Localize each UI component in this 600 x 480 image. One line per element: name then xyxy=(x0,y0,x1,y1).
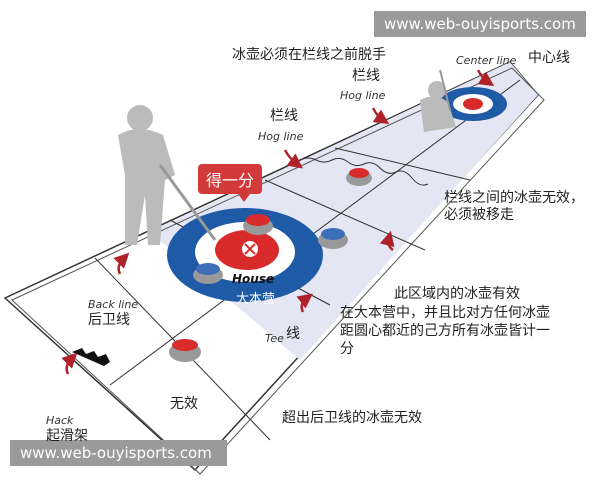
house-label-cn: 大本营 xyxy=(236,292,276,307)
near-hog-line-en: Hog line xyxy=(258,130,304,143)
invalid-label: 无效 xyxy=(170,396,198,412)
far-hog-line-en: Hog line xyxy=(340,89,386,102)
far-hog-line-cn: 栏线 xyxy=(352,68,380,84)
score-badge: 得一分 xyxy=(198,164,263,202)
scoring-rule-note: 在大本营中，并且比对方任何冰壶距圆心都近的己方所有冰壶皆计一分 xyxy=(340,305,550,357)
watermark-top: www.web-ouyisports.com xyxy=(374,11,586,37)
red-stone xyxy=(169,339,201,362)
between-hog-lines-note: 栏线之间的冰壶无效，必须被移走 xyxy=(444,190,584,223)
center-line xyxy=(109,79,521,386)
player-silhouette xyxy=(118,105,217,245)
center-line-cn: 中心线 xyxy=(528,50,570,66)
beyond-back-line-note: 超出后卫线的冰壶无效 xyxy=(282,410,422,426)
hack xyxy=(72,348,110,366)
far-player-silhouette xyxy=(420,69,456,132)
red-stone xyxy=(243,214,273,235)
pointer-arrows xyxy=(61,69,495,375)
near-hog-line-cn: 栏线 xyxy=(270,108,298,124)
watermark-bottom: www.web-ouyisports.com xyxy=(10,440,227,466)
center-line-en: Center line xyxy=(456,54,517,67)
sheet-border xyxy=(11,67,545,475)
far-hog-line xyxy=(334,147,471,181)
tee-line-en: Tee xyxy=(265,332,284,345)
break-mark xyxy=(299,157,429,186)
house-label-en: House xyxy=(232,272,275,286)
near-hog-line xyxy=(264,179,426,251)
blue-stone xyxy=(318,228,348,249)
hack-en: Hack xyxy=(46,414,74,427)
back-line-en: Back line xyxy=(88,298,139,311)
hack-cn: 起滑架 xyxy=(46,428,88,444)
valid-zone-note: 此区域内的冰壶有效 xyxy=(394,286,520,302)
release-before-hog-label: 冰壶必须在栏线之前脱手 xyxy=(232,47,386,63)
red-stone xyxy=(346,168,372,186)
tee-line-cn: 线 xyxy=(286,326,300,342)
blue-stone xyxy=(193,263,223,284)
back-line-cn: 后卫线 xyxy=(88,312,130,328)
